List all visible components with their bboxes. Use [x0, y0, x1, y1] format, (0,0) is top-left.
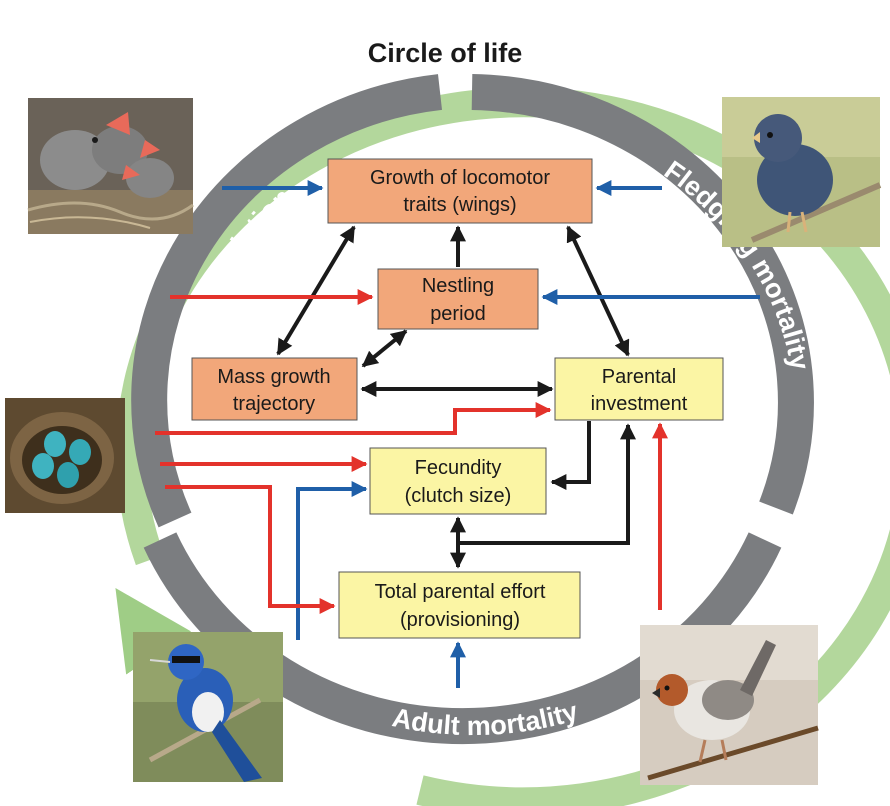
arrow-mass-locomotor: [276, 225, 356, 356]
box-fecundity-line1: Fecundity: [415, 457, 502, 479]
box-nestling-line1: Nestling: [422, 275, 494, 297]
box-effort-line2: (provisioning): [400, 609, 520, 631]
box-parental: Parental investment: [554, 357, 724, 421]
box-locomotor: Growth of locomotor traits (wings): [327, 158, 593, 224]
box-fecundity: Fecundity (clutch size): [369, 447, 547, 515]
nestlings-photo: [27, 98, 194, 234]
arrow-mass-nestling: [361, 329, 408, 368]
box-mass-line1: Mass growth: [217, 366, 330, 388]
red-arrows: [155, 289, 668, 614]
box-fecundity-line2: (clutch size): [405, 485, 512, 507]
box-mass-line2: trajectory: [233, 393, 315, 415]
diagram-title: Circle of life: [368, 38, 523, 68]
box-nestling-line2: period: [430, 303, 486, 325]
box-mass: Mass growth trajectory: [191, 357, 358, 421]
arrow-parental-to-fecundity: [550, 421, 591, 490]
box-locomotor-line2: traits (wings): [403, 194, 516, 216]
fledgling-photo: [722, 97, 882, 247]
black-arrows: [276, 225, 636, 569]
red-arrow-to-effort: [165, 485, 336, 614]
arrow-locomotor-parental: [566, 225, 630, 357]
box-locomotor-line1: Growth of locomotor: [370, 167, 550, 189]
adult-mortality-label: Adult mortality: [390, 696, 581, 741]
ring-segment-nest: [131, 74, 443, 528]
blue-arrows: [222, 180, 760, 688]
box-effort: Total parental effort (provisioning): [338, 571, 581, 639]
blue-flycatcher-photo: [133, 632, 283, 782]
eggs-nest-photo: [5, 398, 125, 513]
box-parental-line2: investment: [591, 393, 688, 415]
blue-arrow-adult-to-fecundity: [296, 481, 368, 640]
arrow-to-parental: [458, 423, 636, 545]
box-parental-line1: Parental: [602, 366, 677, 388]
rufous-headed-bird-photo: [640, 625, 819, 785]
box-effort-line1: Total parental effort: [375, 581, 546, 603]
box-nestling: Nestling period: [377, 268, 539, 330]
red-arrow-to-parental: [155, 402, 552, 435]
